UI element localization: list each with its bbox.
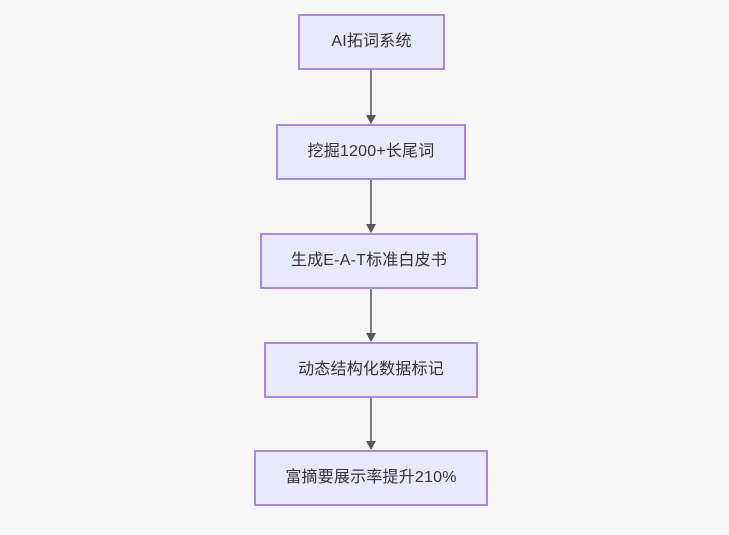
- arrowhead-icon: [366, 333, 376, 342]
- flow-node-label: 富摘要展示率提升210%: [285, 469, 457, 486]
- flow-connector-4: [366, 398, 376, 450]
- flow-node-mine-longtail-keywords[interactable]: 挖掘1200+长尾词: [276, 124, 466, 180]
- flow-node-dynamic-structured-data-markup[interactable]: 动态结构化数据标记: [264, 342, 478, 398]
- connector-line: [370, 289, 372, 333]
- flow-connector-1: [366, 70, 376, 124]
- arrowhead-icon: [366, 224, 376, 233]
- flow-connector-3: [366, 289, 376, 342]
- flow-node-rich-snippet-impression-lift[interactable]: 富摘要展示率提升210%: [254, 450, 488, 506]
- connector-line: [370, 180, 372, 224]
- connector-line: [370, 70, 372, 115]
- flow-node-generate-eat-whitepaper[interactable]: 生成E-A-T标准白皮书: [260, 233, 478, 289]
- connector-line: [370, 398, 372, 441]
- arrowhead-icon: [366, 115, 376, 124]
- flow-node-label: 生成E-A-T标准白皮书: [290, 252, 448, 269]
- arrowhead-icon: [366, 441, 376, 450]
- flow-connector-2: [366, 180, 376, 233]
- flow-node-label: AI拓词系统: [331, 33, 412, 50]
- flow-node-label: 动态结构化数据标记: [298, 361, 444, 378]
- flow-node-label: 挖掘1200+长尾词: [307, 143, 435, 160]
- flow-node-ai-keyword-system[interactable]: AI拓词系统: [298, 14, 445, 70]
